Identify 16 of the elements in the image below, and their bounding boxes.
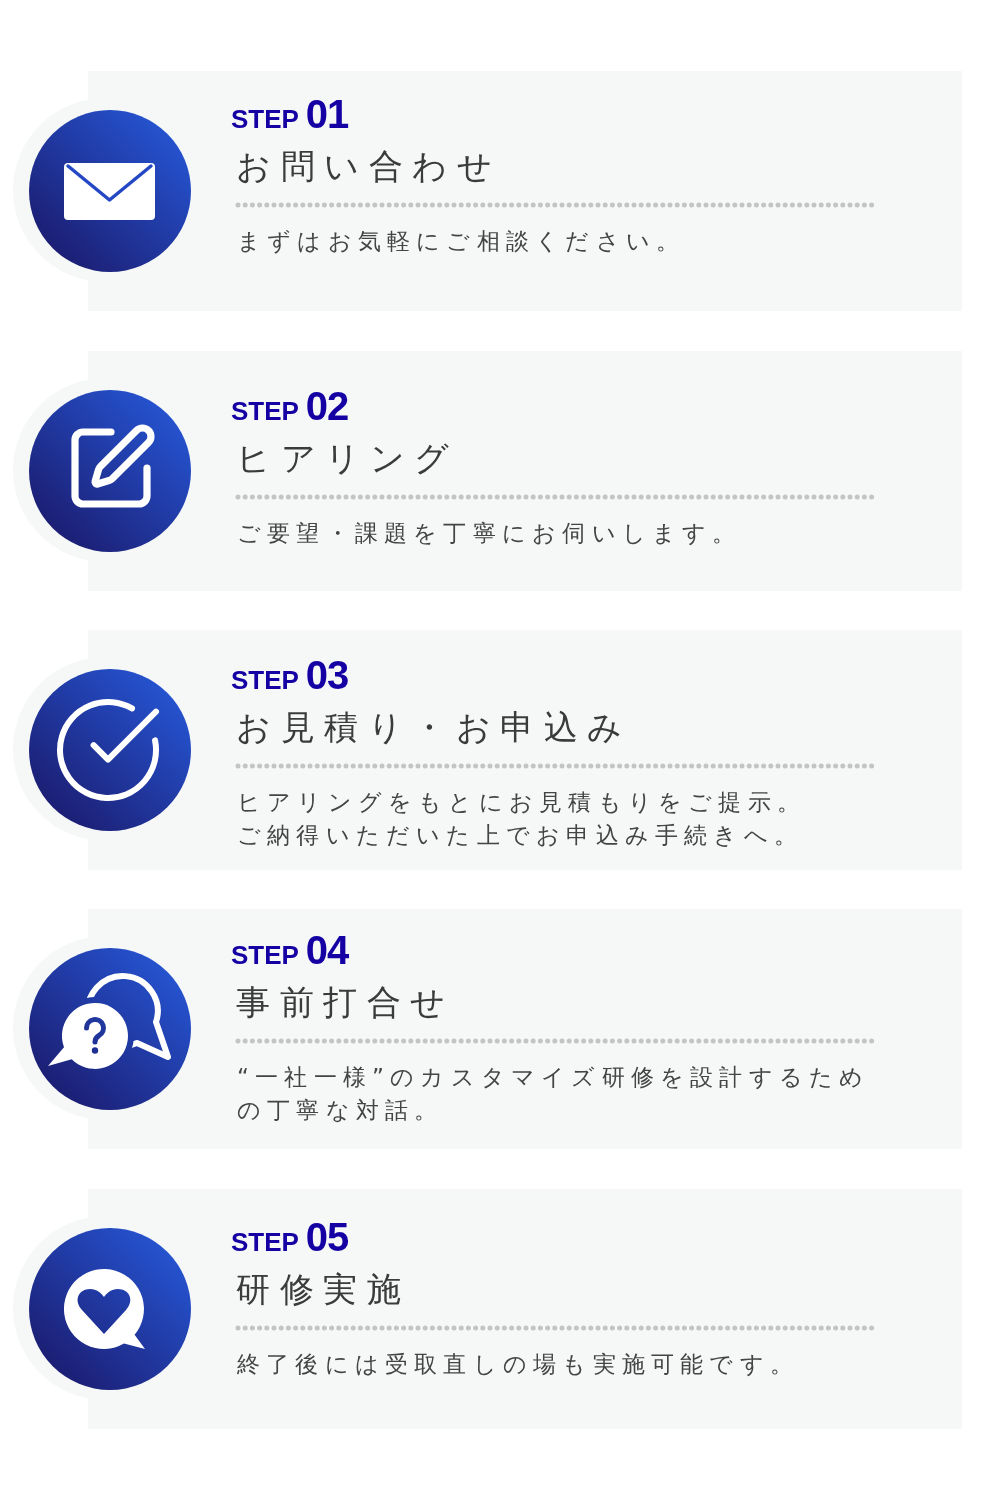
step-label: STEP 01 — [231, 94, 349, 134]
step-title: 事前打合せ — [235, 982, 455, 1023]
step-label: STEP 05 — [231, 1217, 349, 1257]
step-description: ご納得いただいた上でお申込み手続きへ。 — [236, 821, 803, 850]
step-label: STEP 02 — [231, 386, 349, 426]
step-description: ご要望・課題を丁寧にお伺いします。 — [236, 519, 742, 548]
step-title: お問い合わせ — [235, 146, 502, 187]
step-description: “一社一様”のカスタマイズ研修を設計するための丁寧な対話。 — [236, 1063, 871, 1125]
step-title: お見積り・お申込み — [235, 707, 632, 748]
step-description: 終了後には受取直しの場も実施可能です。 — [236, 1350, 799, 1379]
step-description: まずはお気軽にご相談ください。 — [236, 227, 686, 256]
step-label: STEP 04 — [231, 930, 349, 970]
step-title: 研修実施 — [235, 1269, 411, 1310]
step-label: STEP 03 — [231, 655, 349, 695]
step-description: ヒアリングをもとにお見積もりをご提示。 — [236, 788, 806, 817]
step-title: ヒアリング — [235, 438, 459, 479]
